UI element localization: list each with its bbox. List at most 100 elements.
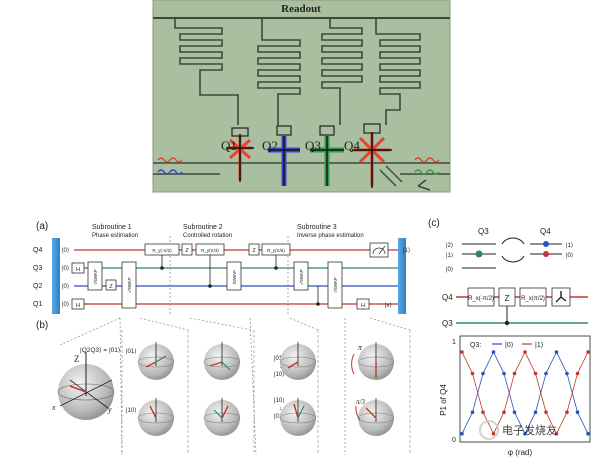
panel-a-tag: (a) — [36, 221, 48, 232]
swap-label: |10⟩ — [274, 371, 285, 378]
state-label: |Q2Q3⟩ = |01⟩ — [80, 346, 121, 354]
gate-sqrt-swap: √SWAP — [93, 269, 98, 285]
wire-init: |0⟩ — [62, 247, 69, 254]
data-point — [481, 410, 485, 415]
wire-init: |0⟩ — [62, 265, 69, 272]
wire-label: Q2 — [33, 283, 42, 290]
wire-label: Q1 — [33, 301, 42, 308]
bloch-sphere-main: Z x y — [51, 352, 115, 420]
input-bar — [52, 238, 60, 314]
rotation-label: π/3 — [356, 398, 365, 406]
wire-init: |0⟩ — [62, 301, 69, 308]
qubit-label: Q1 — [221, 138, 237, 153]
svg-text:↓: ↓ — [279, 406, 282, 412]
gate-h: H — [76, 303, 80, 309]
qubit-label: Q2 — [262, 138, 278, 153]
data-point — [554, 350, 559, 354]
data-point — [470, 410, 475, 415]
drive-wave-icon — [157, 157, 183, 163]
data-point — [544, 371, 548, 376]
gate-ry: R_y(π/3) — [201, 248, 219, 253]
bloch-sphere-grid: π π/3 — [137, 342, 395, 436]
subroutine-3-subtitle: Inverse phase estimation — [297, 233, 364, 239]
data-point — [554, 431, 559, 436]
gate-h: H — [361, 303, 365, 309]
data-point — [491, 350, 496, 354]
wire-label: Q4 — [33, 247, 42, 254]
data-point — [502, 371, 506, 376]
panel-c: (c) Q3 Q4 |2⟩ |1⟩ |0⟩ |1⟩ |0⟩ Q4 Q3 — [428, 218, 591, 457]
data-point — [470, 371, 475, 376]
gate-iswap: iSWAP — [232, 270, 237, 284]
data-point — [575, 371, 580, 376]
gate-ry: R_y(-π/2) — [152, 248, 172, 253]
subroutine-2-title: Subroutine 2 — [183, 224, 223, 231]
qubit-label: Q4 — [344, 138, 360, 153]
drive-wave-icon — [414, 169, 440, 175]
q4-label: Q4 — [540, 227, 551, 236]
gate-z: Z — [252, 248, 256, 254]
drive-wave-icon — [414, 157, 440, 163]
q4-level-dot — [543, 241, 549, 247]
gate-rx: R_x(-π/2) — [468, 296, 494, 302]
data-point — [586, 350, 590, 354]
data-point — [565, 371, 569, 376]
level-label: |1⟩ — [446, 252, 453, 259]
data-point — [481, 371, 485, 376]
subroutine-1-title: Subroutine 1 — [92, 224, 132, 231]
qubit-label: Q3 — [305, 138, 321, 153]
drive-wave-icon — [157, 169, 183, 175]
legend-label: |1⟩ — [535, 341, 544, 349]
swap-label: |01⟩ — [274, 413, 285, 420]
output-bar — [398, 238, 406, 314]
data-point — [575, 410, 580, 415]
coupling-arrow-icon — [501, 237, 525, 245]
watermark-text: 电子发烧友 — [502, 423, 557, 437]
plot-series — [460, 350, 590, 436]
gate-z: Z — [109, 284, 113, 290]
panel-b-tag: (b) — [36, 320, 48, 331]
subroutine-2-subtitle: Controlled rotation — [183, 233, 232, 239]
data-point — [491, 431, 496, 436]
data-point — [523, 350, 527, 354]
ytick-label: 0 — [452, 437, 456, 444]
gate-z: Z — [185, 248, 189, 254]
axis-y-label: y — [107, 405, 112, 414]
ylabel: P1 of Q4 — [439, 384, 448, 416]
svg-text:↓: ↓ — [279, 364, 282, 370]
watermark: 电子发烧友 — [479, 420, 557, 440]
gate-h: H — [76, 267, 80, 273]
qubit-q4: Q4 — [344, 123, 403, 188]
data-point — [512, 371, 517, 376]
measurement-icon — [555, 291, 567, 303]
mini-q3-label: Q3 — [442, 319, 453, 328]
gate-ry: R_y(π/6) — [267, 248, 285, 253]
data-point — [523, 431, 527, 436]
rotation-label: π — [358, 343, 363, 352]
chip-photo: Readout Q1 Q2 — [152, 0, 451, 193]
panel-a: (a) Subroutine 1 Phase estimation Subrou… — [33, 221, 410, 316]
q4-level-dot — [543, 251, 549, 257]
qubit-q3: Q3 — [305, 125, 344, 186]
data-point — [544, 410, 548, 415]
data-point — [533, 371, 538, 376]
axis-z-label: Z — [74, 354, 80, 364]
data-point — [460, 350, 464, 354]
gate-sqrt-swap: √SWAP — [299, 269, 304, 285]
gate-z: Z — [505, 294, 510, 303]
output-bottom: |x⟩ — [385, 302, 392, 309]
qubit-q1: Q1 — [221, 127, 254, 182]
readout-label: Readout — [281, 3, 321, 15]
coupling-arrow-icon — [501, 255, 525, 263]
subroutine-1-subtitle: Phase estimation — [92, 233, 138, 239]
data-point — [512, 410, 517, 415]
gate-rx: R_x(π/2) — [521, 296, 545, 302]
mini-q4-label: Q4 — [442, 293, 453, 302]
legend-label: |0⟩ — [505, 341, 514, 349]
data-point — [586, 431, 590, 436]
subroutine-3-title: Subroutine 3 — [297, 224, 337, 231]
qubit-q2: Q2 — [262, 125, 300, 186]
output-top: |1⟩ — [403, 247, 410, 254]
gate-sqrt-swap: √SWAP — [333, 277, 338, 293]
